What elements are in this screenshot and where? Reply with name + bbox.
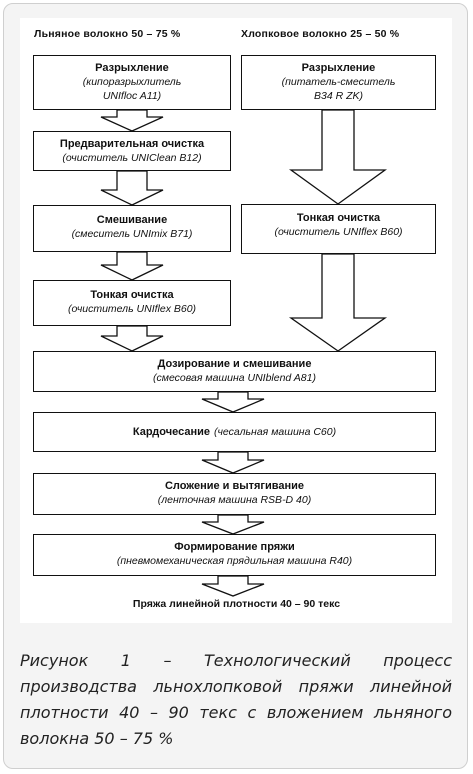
box-title: Разрыхление [301,62,376,74]
box-title: Кардочесание [132,426,210,438]
box-drawing: Сложение и вытягивание (ленточная машина… [33,473,436,515]
box-subtitle: (кипоразрыхлитель [82,76,182,88]
box-title: Сложение и вытягивание [164,480,305,492]
box-title: Смешивание [96,214,168,226]
box-subtitle: (смесовая машина UNIblend A81) [153,372,316,384]
box-subtitle: (очиститель UNIflex B60) [274,226,403,238]
header-cotton: Хлопковое волокно 25 – 50 % [241,28,400,40]
box-title: Тонкая очистка [296,212,381,224]
box-subtitle: (смеситель UNImix B71) [71,228,193,240]
box-subtitle: (очиститель UNIClean B12) [62,152,202,164]
box-title: Разрыхление [95,62,169,74]
box-title: Тонкая очистка [90,289,174,301]
box-dosing-mixing: Дозирование и смешивание (смесовая машин… [33,351,436,392]
box-subtitle-2: B34 R ZK) [313,90,363,102]
box-subtitle-2: UNIfloc A11) [102,90,162,102]
figure-caption: Рисунок 1 – Технологический процесс прои… [20,651,452,748]
box-flax-precleaning: Предварительная очистка (очиститель UNIC… [33,131,231,171]
box-title: Предварительная очистка [59,138,205,150]
box-subtitle: (ленточная машина RSB-D 40) [157,494,312,506]
box-title: Формирование пряжи [174,541,295,553]
box-flax-mixing: Смешивание (смеситель UNImix B71) [33,205,231,252]
box-subtitle: (чесальная машина C60) [213,426,337,438]
box-flax-fine-cleaning: Тонкая очистка (очиститель UNIflex B60) [33,280,231,326]
box-subtitle: (очиститель UNIflex B60) [67,303,197,315]
box-yarn-forming: Формирование пряжи (пневмомеханическая п… [33,534,436,576]
box-subtitle: (пневмомеханическая прядильная машина R4… [116,555,353,567]
result-label: Пряжа линейной плотности 40 – 90 текс [132,598,341,610]
box-cotton-loosening: Разрыхление (питатель-смеситель B34 R ZK… [241,55,436,110]
box-carding: Кардочесание (чесальная машина C60) [33,412,436,452]
header-flax: Льняное волокно 50 – 75 % [34,28,181,40]
box-subtitle: (питатель-смеситель [281,76,396,88]
box-flax-loosening: Разрыхление (кипоразрыхлитель UNIfloc A1… [33,55,231,110]
box-cotton-fine-cleaning: Тонкая очистка (очиститель UNIflex B60) [241,204,436,254]
box-title: Дозирование и смешивание [157,358,312,370]
